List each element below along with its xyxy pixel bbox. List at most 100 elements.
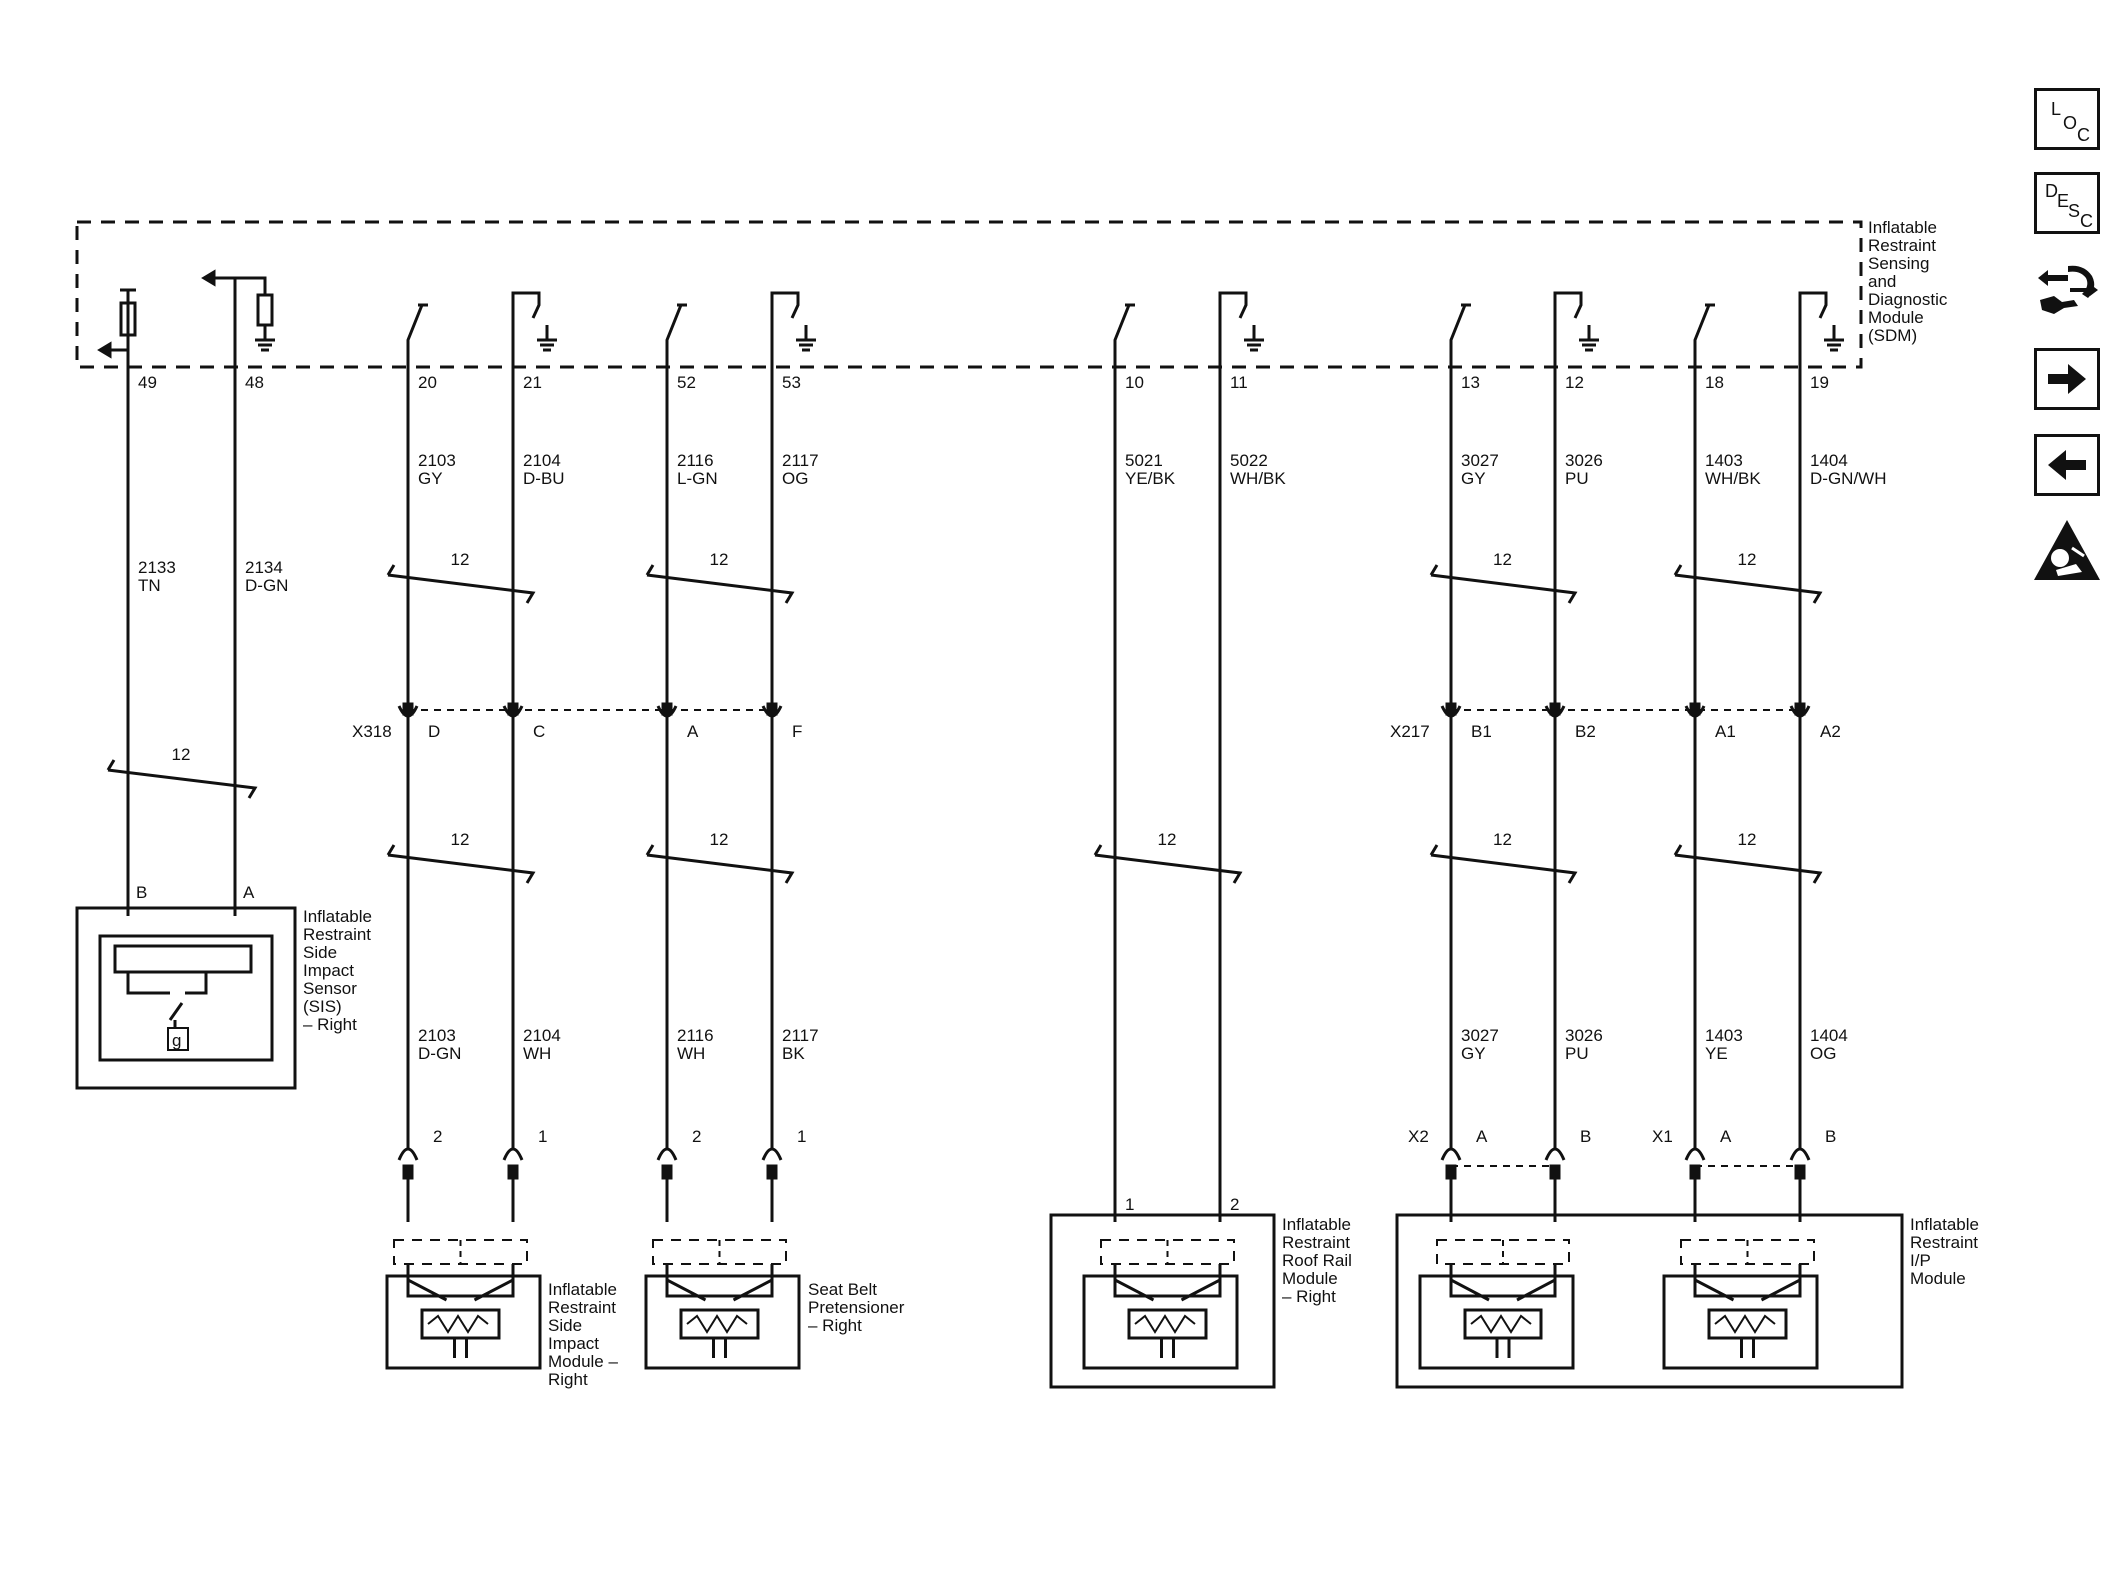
circuit-2134: 2134 xyxy=(245,558,283,577)
x217-cup xyxy=(1440,705,1462,718)
conn-pin-C: C xyxy=(533,722,545,741)
desc-letter-c: C xyxy=(2080,211,2093,231)
twist-lower-1-label: 12 xyxy=(451,830,470,849)
ip-module-box xyxy=(1395,1213,1904,1389)
color-2133: TN xyxy=(138,576,161,595)
circuit-2117: 2117 xyxy=(782,451,819,470)
x1-conn-pin xyxy=(1689,1164,1701,1180)
pretensioner-conn-pin xyxy=(661,1164,673,1180)
x217-pin xyxy=(1689,702,1701,716)
pretensioner-squib-zigzag xyxy=(686,1314,748,1334)
desc-letter-e: E xyxy=(2057,191,2070,211)
sis-pin-a: A xyxy=(243,883,255,902)
sis-ground-box xyxy=(167,1027,189,1051)
sis-element xyxy=(113,944,253,974)
pin-53: 53 xyxy=(782,373,801,392)
x318-cup xyxy=(761,705,783,718)
pair-18-19-switch xyxy=(1693,303,1715,355)
twist-lower-3 xyxy=(1093,844,1243,884)
circuit-b-2104: 2104 xyxy=(523,1026,561,1045)
twist-lower-4 xyxy=(1429,844,1578,884)
conn-pin-B2: B2 xyxy=(1575,722,1596,741)
sis-label-line: Sensor xyxy=(303,979,357,998)
pretensioner-conn-pin xyxy=(766,1164,778,1180)
sdm-label-line: Module xyxy=(1868,308,1924,327)
x318-cup xyxy=(656,705,678,718)
pretensioner-label-line: Seat Belt xyxy=(808,1280,877,1299)
circuit-5021: 5021 xyxy=(1125,451,1163,470)
sdm-48-lead xyxy=(233,276,267,355)
circuit-5022: 5022 xyxy=(1230,451,1268,470)
circuit-b-1403: 1403 xyxy=(1705,1026,1743,1045)
pair-52-53-ground xyxy=(796,325,816,352)
sis-switch xyxy=(126,972,208,1028)
ip-module-label-line: Module xyxy=(1910,1269,1966,1288)
sis-label-line: Restraint xyxy=(303,925,371,944)
twist-lower-2 xyxy=(645,844,795,884)
pretensioner-conn-cup xyxy=(656,1147,678,1161)
ip-inner-1 xyxy=(1418,1274,1575,1370)
sis-outer-box xyxy=(75,906,297,1090)
desc-button[interactable]: D E S C xyxy=(2034,172,2100,234)
loc-letter-o: O xyxy=(2063,113,2078,133)
pretensioner-squib-legs xyxy=(712,1338,727,1358)
twist-upper-4 xyxy=(1673,564,1823,604)
twist-lower-1 xyxy=(386,844,536,884)
twist-lower-3-label: 12 xyxy=(1158,830,1177,849)
connector-view-icon[interactable] xyxy=(2030,254,2104,328)
pin-21: 21 xyxy=(523,373,542,392)
twist-lower-4-label: 12 xyxy=(1493,830,1512,849)
sis-inner-box xyxy=(98,934,274,1062)
side-impact-module-label-line: Inflatable xyxy=(548,1280,617,1299)
x217-cup xyxy=(1684,705,1706,718)
x318-label: X318 xyxy=(352,722,392,741)
end-pin-C: 1 xyxy=(538,1127,547,1146)
sdm-label-line: Diagnostic xyxy=(1868,290,1948,309)
pretensioner-squib-loop xyxy=(665,1280,774,1298)
pair-10-11-feed xyxy=(1218,291,1248,355)
side-module-conn-pin xyxy=(507,1164,519,1180)
desc-letter-d: D xyxy=(2045,181,2058,201)
x1-conn-pin xyxy=(1794,1164,1806,1180)
roof-rail-module-label-line: Roof Rail xyxy=(1282,1251,1352,1270)
pair-10-11-switch xyxy=(1113,303,1135,355)
x318-pin xyxy=(766,702,778,716)
loc-button[interactable]: L O C xyxy=(2034,88,2100,150)
pretensioner-label-line: Pretensioner xyxy=(808,1298,905,1317)
conn-pin-D: D xyxy=(428,722,440,741)
sdm-label-line: Restraint xyxy=(1868,236,1936,255)
color-1404: D-GN/WH xyxy=(1810,469,1886,488)
previous-arrow-button[interactable] xyxy=(2034,434,2100,496)
airbag-warning-icon[interactable] xyxy=(2030,514,2104,588)
roof-rail-module-label-line: Inflatable xyxy=(1282,1215,1351,1234)
arrow-49-head xyxy=(97,341,112,359)
x318-cup xyxy=(397,705,419,718)
pair-13-12-ground xyxy=(1579,325,1599,352)
pretensioner-conn-cup xyxy=(761,1147,783,1161)
x2-conn-cup xyxy=(1440,1147,1462,1161)
next-arrow-button[interactable] xyxy=(2034,348,2100,410)
color-5021: YE/BK xyxy=(1125,469,1176,488)
roof-rail-module-label-line: Restraint xyxy=(1282,1233,1350,1252)
side-impact-module-label-line: Side xyxy=(548,1316,582,1335)
pin-19: 19 xyxy=(1810,373,1829,392)
end-pin-A2: B xyxy=(1825,1127,1836,1146)
sdm-label-line: Sensing xyxy=(1868,254,1929,273)
twist-upper-2 xyxy=(645,564,795,604)
ip-squib-1-loop xyxy=(1449,1280,1557,1298)
conn-pin-F: F xyxy=(792,722,802,741)
color-b-3026: PU xyxy=(1565,1044,1589,1063)
x217-cup xyxy=(1789,705,1811,718)
roof-rail-squib-zigzag xyxy=(1134,1314,1196,1334)
roof-rail-module-label-line: – Right xyxy=(1282,1287,1336,1306)
color-2116: L-GN xyxy=(677,469,718,488)
pin-52: 52 xyxy=(677,373,696,392)
twist-upper-4-label: 12 xyxy=(1738,550,1757,569)
end-pin-D: 2 xyxy=(433,1127,442,1146)
circuit-b-3027: 3027 xyxy=(1461,1026,1499,1045)
side-impact-squib-legs xyxy=(453,1338,468,1358)
